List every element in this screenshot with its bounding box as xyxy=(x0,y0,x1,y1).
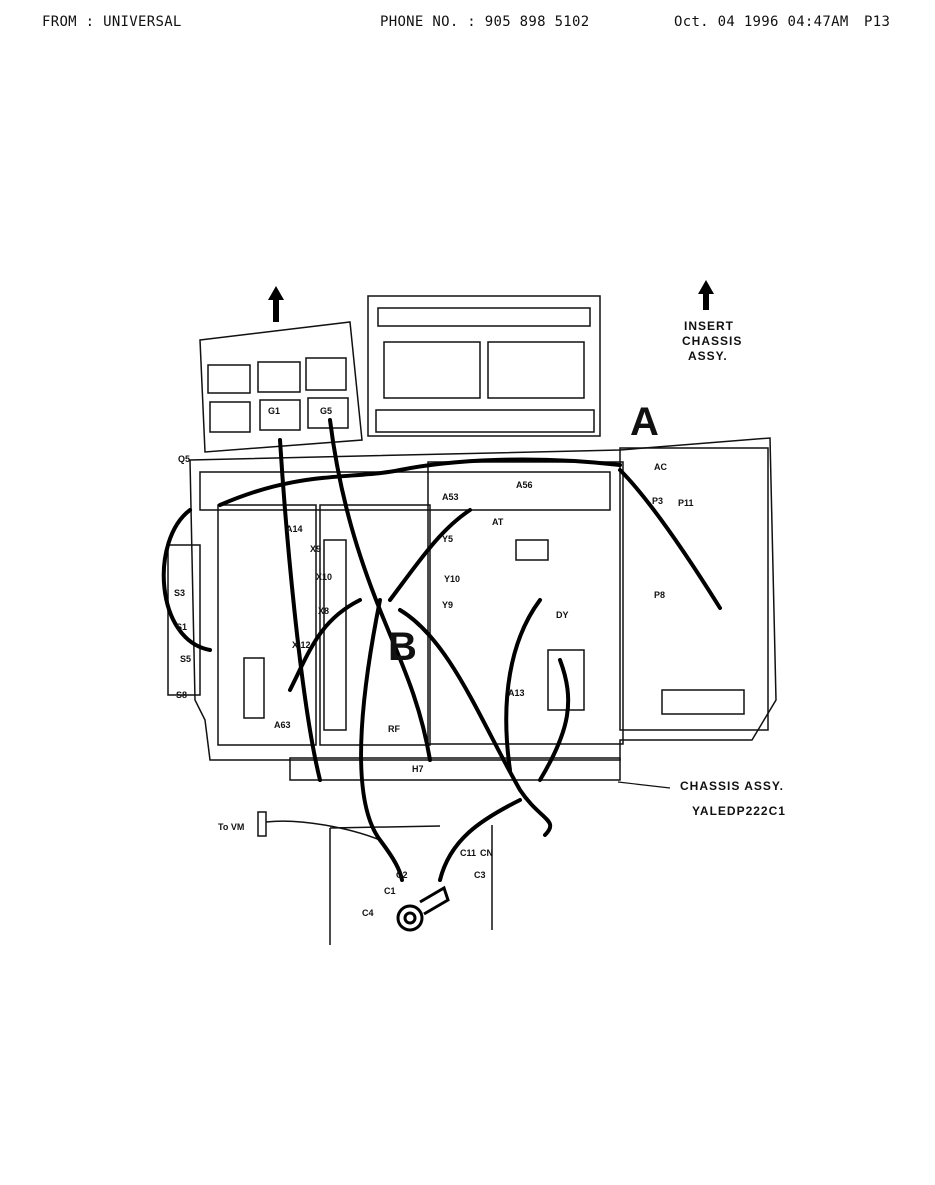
label-y9: Y9 xyxy=(442,600,453,610)
chassis-label-2: YALEDP222C1 xyxy=(692,804,786,818)
label-p3: P3 xyxy=(652,496,663,506)
chassis-outline xyxy=(167,295,777,945)
label-g1: G1 xyxy=(268,406,280,416)
leader-line xyxy=(617,781,671,789)
label-y5: Y5 xyxy=(442,534,453,544)
label-p11: P11 xyxy=(678,498,694,508)
label-s1: S1 xyxy=(176,622,187,632)
label-a14: A14 xyxy=(286,524,303,534)
label-y10: Y10 xyxy=(444,574,460,584)
label-c1: C1 xyxy=(384,886,396,896)
label-at: AT xyxy=(492,517,504,527)
label-s5: S5 xyxy=(180,654,191,664)
label-s3: S3 xyxy=(174,588,185,598)
arrows xyxy=(268,280,714,322)
label-q5: Q5 xyxy=(178,454,190,464)
fax-datetime: Oct. 04 1996 04:47AM xyxy=(674,14,849,30)
label-a53: A53 xyxy=(442,492,459,502)
label-p8: P8 xyxy=(654,590,665,600)
label-dy: DY xyxy=(556,610,569,620)
insert-label-1: INSERT xyxy=(684,319,734,333)
label-x10: X10 xyxy=(316,572,332,582)
speaker-coil xyxy=(396,885,450,932)
label-x9: X9 xyxy=(310,544,321,554)
component-labels: Q5 G1 G5 A14 A53 A56 A63 X9 X10 X8 X 12 … xyxy=(174,406,694,918)
chassis-label-1: CHASSIS ASSY. xyxy=(680,779,784,793)
to-vm-label: To VM xyxy=(218,822,244,832)
label-a63: A63 xyxy=(274,720,291,730)
label-cn: CN xyxy=(480,848,493,858)
label-s8: S8 xyxy=(176,690,187,700)
label-x12: X 12 xyxy=(292,640,311,650)
label-c11: C11 xyxy=(460,848,476,858)
label-rf: RF xyxy=(388,724,400,734)
callout-a: A xyxy=(630,400,659,444)
fax-from: FROM : UNIVERSAL xyxy=(42,14,182,30)
up-arrow-icon xyxy=(268,286,284,322)
label-g5: G5 xyxy=(320,406,332,416)
label-c4: C4 xyxy=(362,908,374,918)
wire-harness xyxy=(161,418,722,882)
insert-label-2: CHASSIS xyxy=(682,334,742,348)
label-ac: AC xyxy=(654,462,667,472)
label-a56: A56 xyxy=(516,480,533,490)
fax-phone: PHONE NO. : 905 898 5102 xyxy=(380,14,590,30)
label-c3: C3 xyxy=(474,870,486,880)
insert-label-3: ASSY. xyxy=(688,349,728,363)
callout-b: B xyxy=(388,625,417,669)
label-a13: A13 xyxy=(508,688,525,698)
fax-page: P13 xyxy=(864,14,891,30)
up-arrow-icon xyxy=(698,280,714,310)
label-h7: H7 xyxy=(412,764,424,774)
label-c2: C2 xyxy=(396,870,408,880)
label-x8: X8 xyxy=(318,606,329,616)
